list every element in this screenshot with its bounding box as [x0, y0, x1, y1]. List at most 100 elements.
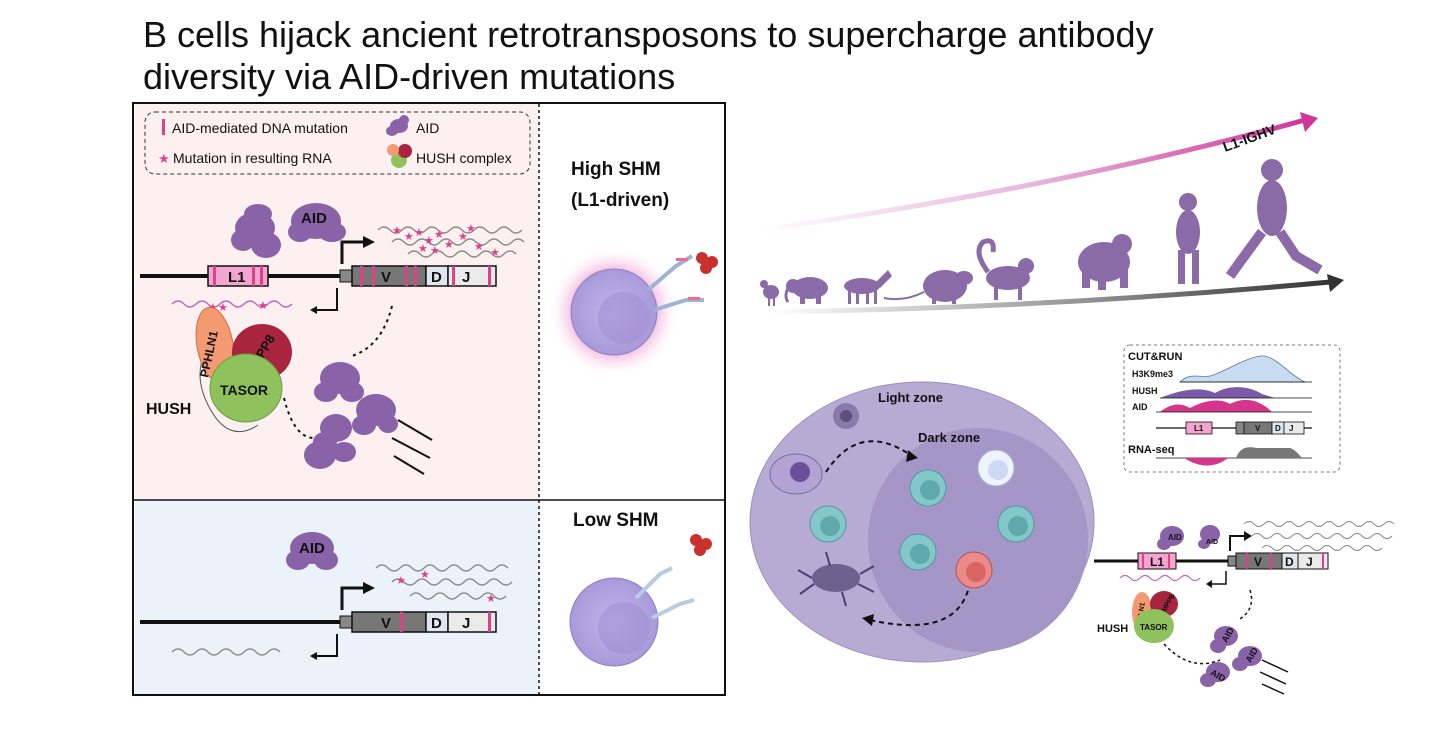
svg-text:★: ★	[430, 245, 440, 257]
mini-l1-label: L1	[1150, 555, 1164, 569]
high-shm-subheading: (L1-driven)	[571, 190, 669, 211]
svg-text:★: ★	[414, 227, 424, 239]
dark-zone-label: Dark zone	[918, 430, 980, 445]
elephant-icon	[784, 277, 828, 304]
cutrun-l1-label: L1	[1194, 424, 1204, 433]
rna-transcripts-high	[377, 226, 525, 258]
rna-mutation-stars-high: ★★★ ★★★ ★★★ ★★★	[392, 223, 500, 259]
mini-aid-1	[1157, 526, 1184, 550]
mini-hush-complex: PPHLN1 MPP8 TASOR HUSH	[1097, 591, 1178, 643]
legend-aid: AID	[416, 120, 439, 136]
track-aid	[1160, 399, 1272, 412]
svg-text:★: ★	[490, 247, 500, 259]
mini-locus: AID AID L1 V D J PPHLN1 MPP8	[1094, 521, 1395, 695]
rnaseq-sense-track	[1236, 447, 1302, 458]
plasma-cell-icon	[769, 453, 823, 495]
svg-text:★: ★	[396, 575, 406, 587]
locus-high: L1 V D J	[140, 236, 497, 314]
track-aid-label: AID	[1132, 402, 1148, 412]
svg-text:★: ★	[418, 243, 428, 255]
track-h3k9me3-label: H3K9me3	[1132, 369, 1173, 379]
dendritic-cell-icon	[797, 551, 875, 607]
hush-complex-high: PPHLN1 MPP8 TASOR HUSH	[146, 305, 393, 439]
b-cell-lz-icon	[809, 505, 847, 543]
svg-text:★: ★	[424, 235, 434, 247]
mini-aid-label-2: AID	[1206, 539, 1218, 546]
svg-text:★: ★	[404, 231, 414, 243]
l1-label: L1	[228, 269, 246, 286]
mini-aid-label-1: AID	[1168, 533, 1182, 542]
svg-text:★: ★	[258, 300, 268, 312]
aid-protein-low	[286, 532, 338, 570]
legend-mutation-rna: Mutation in resulting RNA	[173, 150, 332, 166]
hush-legend-icon	[387, 144, 412, 168]
b-cell-dz-3-icon	[997, 505, 1035, 543]
j-segment-label-low: J	[462, 615, 470, 632]
aid-legend-icon	[386, 115, 409, 136]
antigen-icon-low	[690, 534, 712, 556]
svg-text:★: ★	[486, 593, 496, 605]
rna-mutation-stars-low: ★ ★ ★	[396, 569, 496, 605]
apoptotic-cell-icon	[955, 551, 993, 589]
mini-d-label: D	[1285, 555, 1294, 569]
title-line-2: diversity via AID-driven mutations	[143, 56, 676, 97]
hush-label: HUSH	[146, 401, 191, 418]
svg-text:★: ★	[458, 231, 468, 243]
early-human-icon	[1176, 193, 1200, 284]
reverse-arrow-icon	[310, 306, 317, 314]
legend-mutation-dna: AID-mediated DNA mutation	[172, 120, 348, 136]
mini-aid-2	[1198, 525, 1220, 549]
cutrun-d-label: D	[1275, 424, 1281, 433]
aid-label: AID	[301, 210, 327, 227]
lemur-icon	[976, 238, 1034, 300]
forward-arrow-icon-low	[363, 582, 375, 594]
b-cell-dz-2-icon	[977, 449, 1015, 487]
b-cell-dz-1-icon	[909, 469, 947, 507]
mini-hush-label: HUSH	[1097, 623, 1128, 635]
cutrun-inset: CUT&RUN H3K9me3 HUSH AID L1 V D J RNA-se…	[1123, 344, 1341, 473]
cutrun-j-label: J	[1289, 424, 1293, 433]
legend: AID-mediated DNA mutation AID ★ Mutation…	[144, 111, 531, 175]
svg-text:★: ★	[420, 569, 430, 581]
svg-text:★: ★	[392, 225, 402, 237]
mini-j-label: J	[1306, 555, 1313, 569]
b-cell-low	[569, 534, 712, 667]
svg-text:★: ★	[444, 239, 454, 251]
pink-arrowhead-icon	[1300, 112, 1318, 132]
chimpanzee-icon	[1078, 234, 1132, 290]
rat-icon	[883, 270, 973, 304]
germinal-center: Light zone Dark zone	[749, 381, 1095, 663]
low-shm-heading: Low SHM	[573, 510, 659, 531]
antigen-icon	[696, 252, 718, 274]
d-segment-label-low: D	[431, 615, 442, 632]
evolution-panel: L1-IGHV	[759, 112, 1344, 315]
mini-tasor-label: TASOR	[1140, 623, 1168, 632]
track-h3k9me3	[1179, 355, 1306, 383]
v-segment-label: V	[381, 269, 391, 286]
cutrun-title: CUT&RUN	[1128, 351, 1182, 363]
cutrun-v-label: V	[1255, 424, 1261, 433]
modern-human-icon	[1225, 159, 1323, 279]
svg-text:★: ★	[474, 241, 484, 253]
chicken-icon	[760, 280, 779, 306]
legend-hush: HUSH complex	[416, 150, 512, 166]
track-hush	[1160, 387, 1275, 398]
rnaseq-antisense-track	[1184, 458, 1228, 466]
grey-arrowhead-icon	[1327, 274, 1344, 292]
star-icon: ★	[158, 151, 170, 166]
mini-v-label: V	[1254, 555, 1262, 569]
svg-text:★: ★	[434, 229, 444, 241]
tfh-cell-icon	[833, 403, 859, 429]
mini-aid-cluster	[1200, 626, 1262, 687]
v-segment-label-low: V	[381, 615, 391, 632]
cycle-arrowhead-1	[906, 450, 918, 462]
b-cell-high	[548, 246, 718, 378]
dna-mutation-marker-icon	[162, 119, 165, 135]
figure-title: B cells hijack ancient retrotransposons …	[143, 14, 1323, 98]
track-hush-label: HUSH	[1132, 386, 1158, 396]
reverse-arrow-icon-low	[310, 652, 317, 660]
j-segment-label: J	[462, 269, 470, 286]
light-zone-label: Light zone	[878, 390, 943, 405]
horse-icon	[844, 270, 892, 304]
aid-protein-cluster-migrating	[304, 362, 398, 469]
